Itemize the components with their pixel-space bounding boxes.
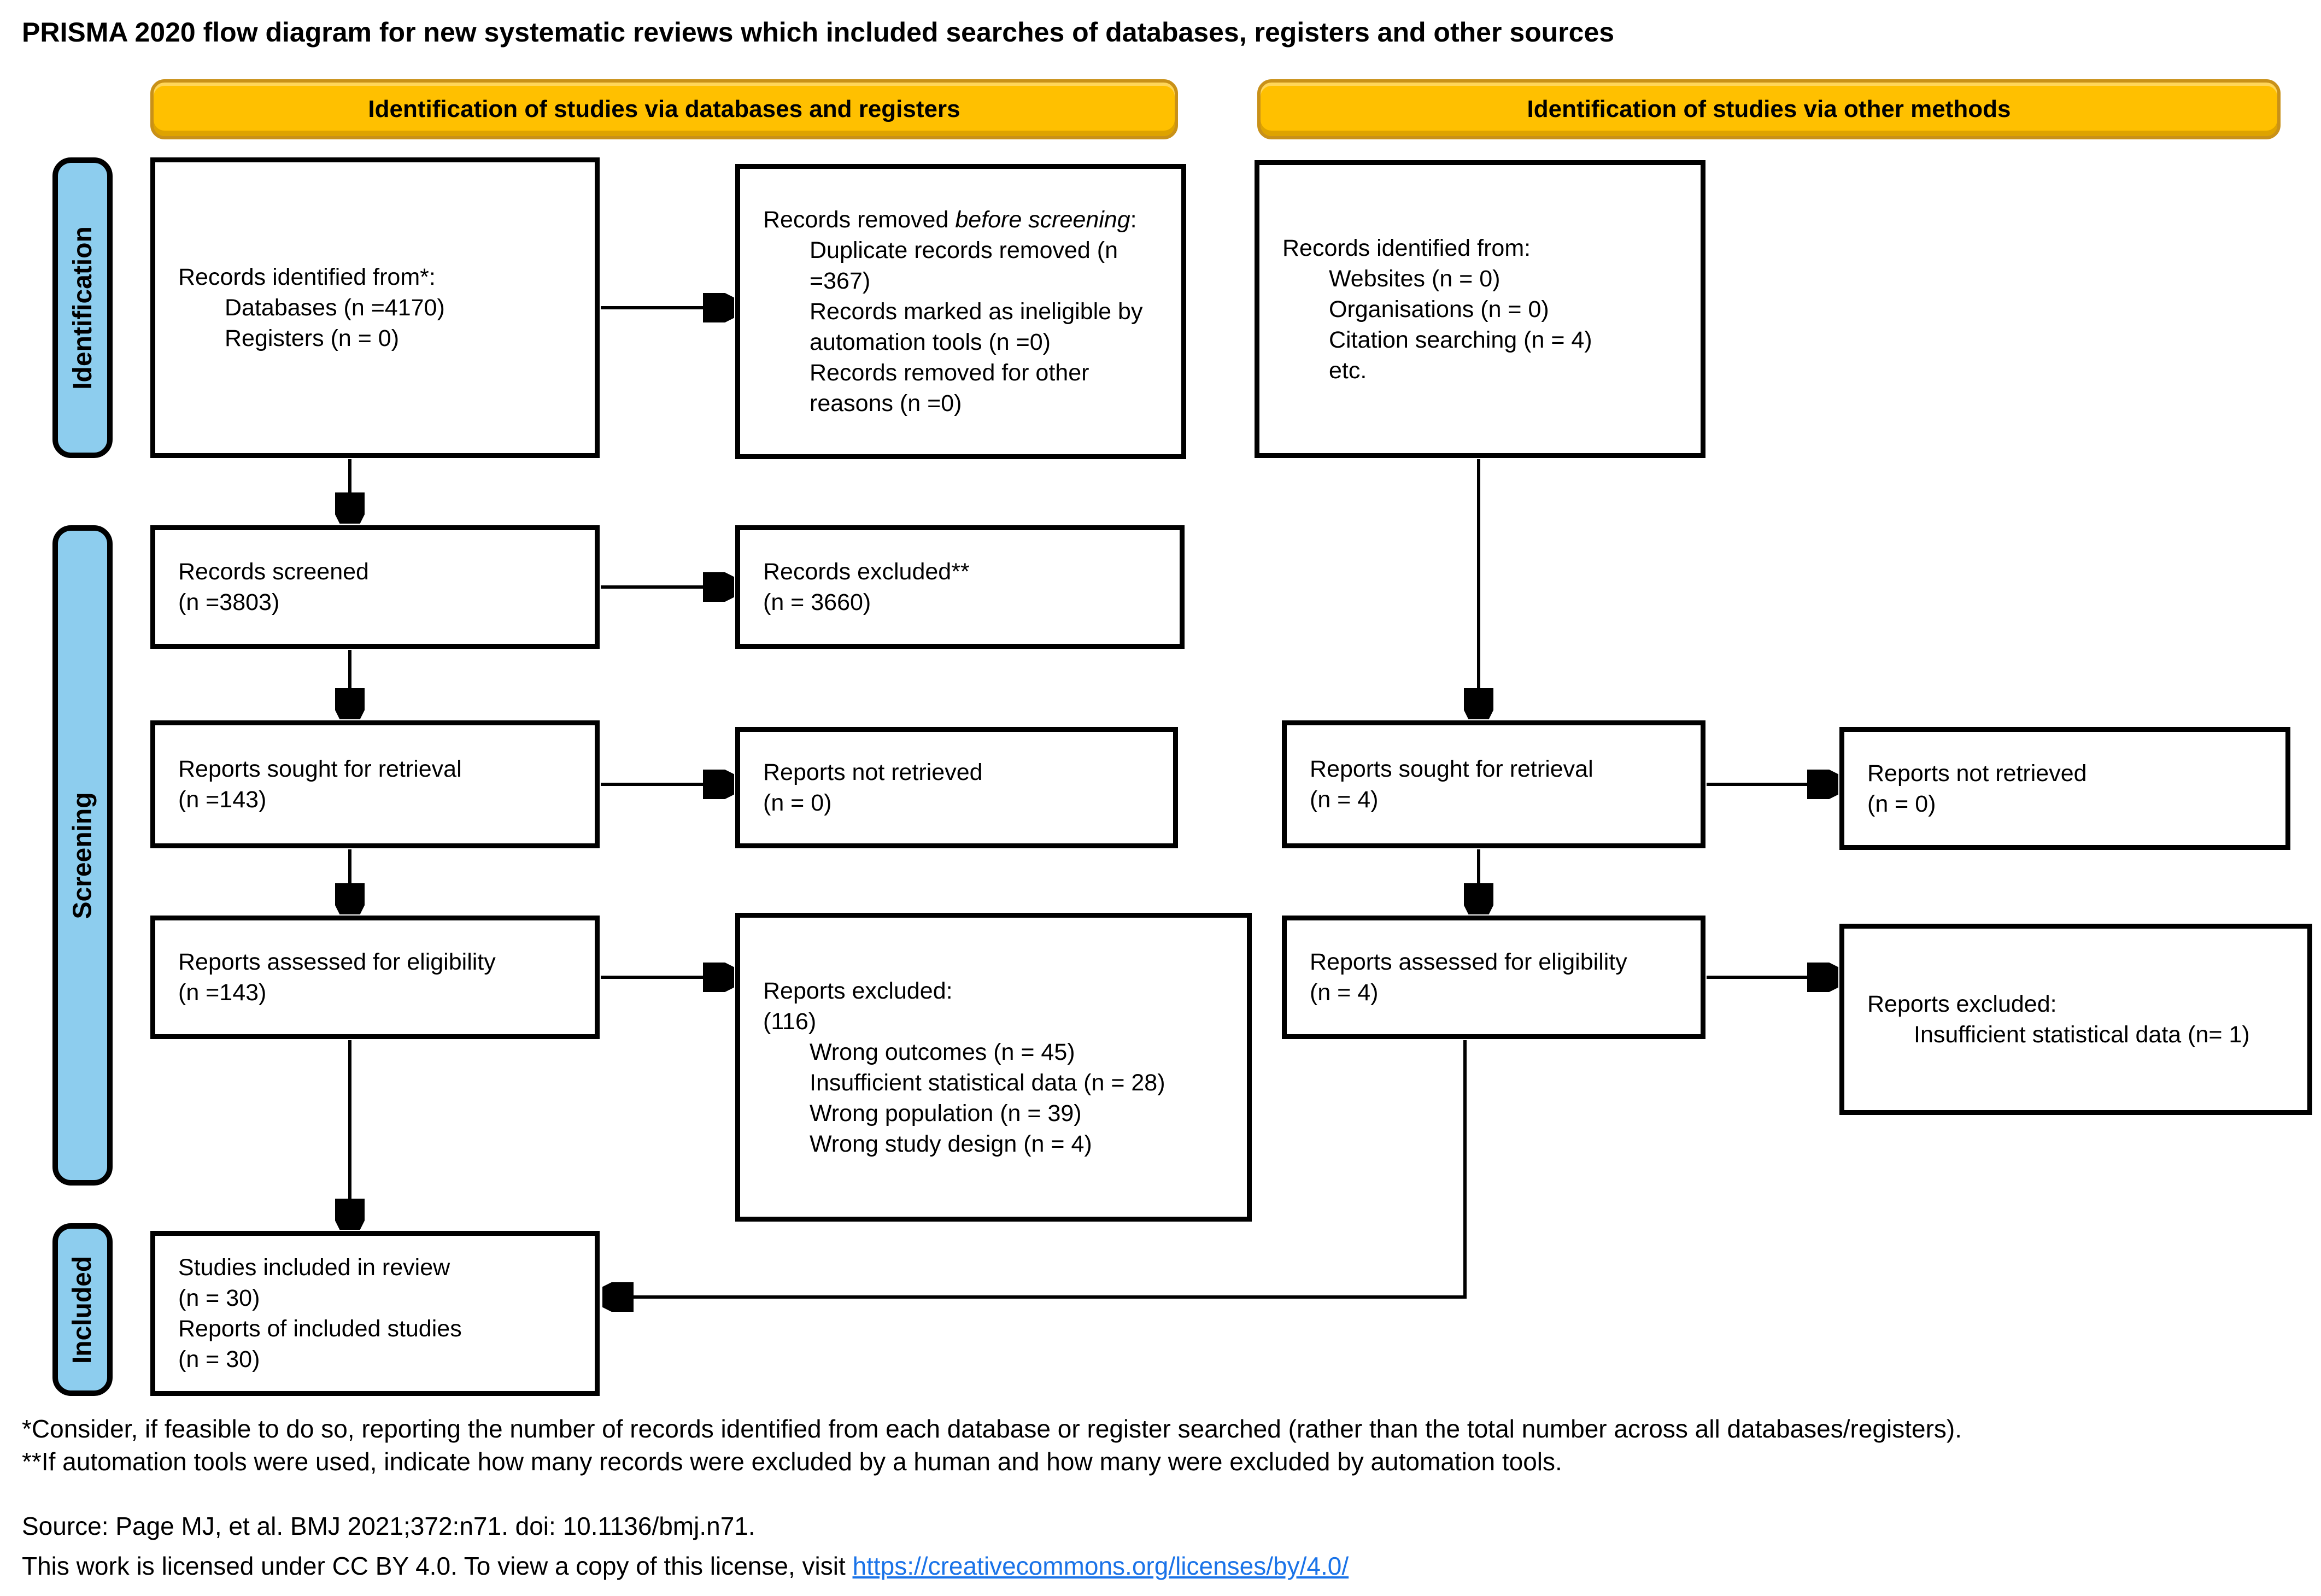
box-reports-assessed-other: Reports assessed for eligibility (n = 4) xyxy=(1282,916,1705,1039)
footnote-double-asterisk: **If automation tools were used, indicat… xyxy=(22,1447,1562,1476)
box-line: Reports not retrieved xyxy=(763,759,983,785)
box-line: Reports of included studies xyxy=(178,1316,462,1342)
box-line: (116) xyxy=(763,1008,817,1035)
box-reports-not-retrieved-other: Reports not retrieved (n = 0) xyxy=(1839,727,2290,850)
stage-label-text: Included xyxy=(68,1255,97,1364)
column-header-label: Identification of studies via databases … xyxy=(368,96,960,122)
column-header-databases-registers: Identification of studies via databases … xyxy=(150,79,1178,139)
box-reports-sought-other: Reports sought for retrieval (n = 4) xyxy=(1282,720,1705,848)
box-line: (n =143) xyxy=(178,979,267,1006)
box-line: Insufficient statistical data (n= 1) xyxy=(1914,1022,2250,1048)
box-line: Reports not retrieved xyxy=(1867,760,2087,787)
box-line: Studies included in review xyxy=(178,1254,450,1281)
box-line: Insufficient statistical data (n = 28) xyxy=(810,1069,1165,1096)
box-line: Records identified from*: xyxy=(178,264,436,290)
box-line: Records identified from: xyxy=(1282,234,1531,261)
box-line: Records marked as ineligible by automati… xyxy=(810,298,1143,355)
box-line: Citation searching (n = 4) xyxy=(1329,326,1592,353)
stage-label-text: Screening xyxy=(68,791,97,919)
box-line: etc. xyxy=(1329,357,1367,384)
box-line: Duplicate records removed (n =367) xyxy=(810,237,1118,294)
box-records-removed-before-screening: Records removed before screening: Duplic… xyxy=(735,164,1186,459)
box-text-italic: before screening xyxy=(955,207,1130,233)
box-line: (n = 30) xyxy=(178,1285,260,1311)
column-header-other-methods: Identification of studies via other meth… xyxy=(1257,79,2281,139)
box-records-identified-other: Records identified from: Websites (n = 0… xyxy=(1255,160,1705,458)
box-line: Wrong study design (n = 4) xyxy=(810,1130,1092,1157)
footnote-asterisk: *Consider, if feasible to do so, reporti… xyxy=(22,1415,1962,1443)
box-line: (n = 0) xyxy=(763,790,832,816)
box-line: Records screened xyxy=(178,559,369,585)
box-line: Reports sought for retrieval xyxy=(1310,756,1593,782)
page-title: PRISMA 2020 flow diagram for new systema… xyxy=(22,17,1615,48)
box-reports-sought-databases: Reports sought for retrieval (n =143) xyxy=(150,720,600,848)
box-text: : xyxy=(1130,207,1137,233)
box-line: Wrong population (n = 39) xyxy=(810,1100,1082,1126)
box-line: Records removed before screening: xyxy=(763,204,1165,235)
box-line: (n = 0) xyxy=(1867,790,1936,817)
box-records-screened: Records screened (n =3803) xyxy=(150,525,600,649)
box-studies-included: Studies included in review (n = 30) Repo… xyxy=(150,1231,600,1396)
box-line: Websites (n = 0) xyxy=(1329,265,1501,292)
box-line: (n =3803) xyxy=(178,589,280,615)
source-line: Source: Page MJ, et al. BMJ 2021;372:n71… xyxy=(22,1512,755,1540)
box-line: Reports excluded: xyxy=(763,977,953,1004)
box-line: Reports assessed for eligibility xyxy=(1310,949,1627,975)
stage-label-text: Identification xyxy=(68,226,97,390)
box-line: Records excluded** xyxy=(763,559,970,585)
stage-label-identification: Identification xyxy=(52,157,113,458)
box-line: Reports assessed for eligibility xyxy=(178,949,496,975)
box-reports-assessed-databases: Reports assessed for eligibility (n =143… xyxy=(150,916,600,1039)
box-line: (n = 4) xyxy=(1310,787,1379,813)
stage-label-included: Included xyxy=(52,1223,113,1396)
license-line: This work is licensed under CC BY 4.0. T… xyxy=(22,1551,1349,1581)
box-line: Reports excluded: xyxy=(1867,991,2057,1017)
box-records-identified-databases: Records identified from*: Databases (n =… xyxy=(150,157,600,458)
box-line: Registers (n = 0) xyxy=(225,325,400,351)
box-line: (n = 4) xyxy=(1310,979,1379,1006)
box-reports-excluded-databases: Reports excluded: (116) Wrong outcomes (… xyxy=(735,913,1252,1222)
box-line: Records removed for other reasons (n =0) xyxy=(810,360,1089,416)
box-line: (n =143) xyxy=(178,787,267,813)
box-reports-excluded-other: Reports excluded: Insufficient statistic… xyxy=(1839,924,2312,1115)
box-line: Databases (n =4170) xyxy=(225,295,445,321)
license-text: This work is licensed under CC BY 4.0. T… xyxy=(22,1552,853,1580)
box-text: Records removed xyxy=(763,207,956,233)
box-line: Reports sought for retrieval xyxy=(178,756,462,782)
box-line: Organisations (n = 0) xyxy=(1329,296,1549,322)
box-reports-not-retrieved-databases: Reports not retrieved (n = 0) xyxy=(735,727,1178,848)
box-records-excluded: Records excluded** (n = 3660) xyxy=(735,525,1185,649)
box-line: Wrong outcomes (n = 45) xyxy=(810,1038,1075,1065)
license-link[interactable]: https://creativecommons.org/licenses/by/… xyxy=(852,1552,1349,1580)
column-header-label: Identification of studies via other meth… xyxy=(1527,96,2011,122)
box-line: (n = 3660) xyxy=(763,589,871,615)
stage-label-screening: Screening xyxy=(52,525,113,1186)
box-line: (n = 30) xyxy=(178,1346,260,1372)
